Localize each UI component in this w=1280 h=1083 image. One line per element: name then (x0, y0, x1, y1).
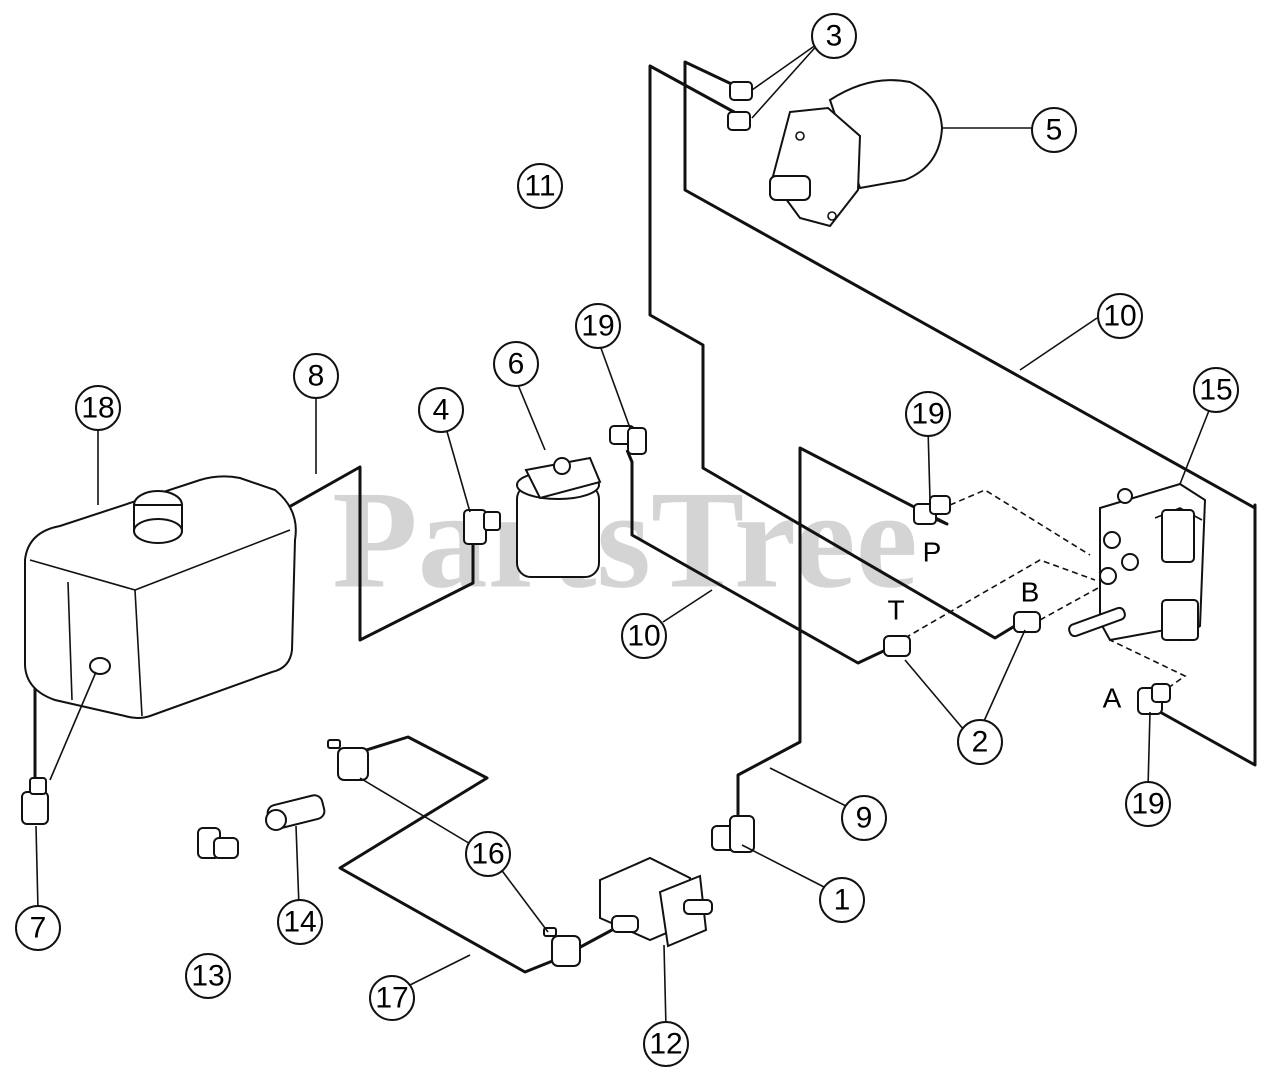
port-feeder-a (1109, 639, 1187, 689)
hose-clamp-16-upper (327, 739, 369, 781)
callout-label: 7 (30, 912, 47, 945)
port-feeder-p (949, 489, 1091, 556)
callout-14: 14 (277, 899, 323, 945)
callout-19-port-a: 19 (1125, 781, 1171, 827)
control-valve (1068, 482, 1207, 642)
callout-label: 12 (649, 1028, 682, 1061)
elbow-fitting-7 (21, 777, 49, 825)
port-label-b: B (1021, 577, 1040, 608)
callout-18: 18 (75, 385, 121, 431)
callout-label: 19 (581, 310, 614, 343)
hydraulic-motor (769, 79, 944, 228)
callout-10-top: 10 (1097, 293, 1143, 339)
inline-strainer (265, 794, 326, 831)
hose-10-motor-loop (1159, 510, 1257, 767)
callout-12: 12 (643, 1021, 689, 1067)
port-feeder-b (1039, 587, 1099, 621)
callout-11: 11 (517, 163, 563, 209)
callout-10-filter: 10 (621, 613, 667, 659)
hose-clamp-16-lower (543, 927, 581, 967)
elbow-fitting-19-filter (609, 425, 647, 455)
callout-16-upper: 16 (465, 831, 511, 877)
callout-label: 18 (81, 392, 114, 425)
port-label-p: P (923, 537, 942, 568)
callout-label: 19 (911, 398, 944, 431)
callout-label: 3 (826, 20, 843, 53)
callout-13: 13 (185, 953, 231, 999)
leader-lines (35, 41, 1211, 1029)
callout-9: 9 (841, 795, 887, 841)
oil-filter (516, 456, 602, 578)
callout-1: 1 (819, 877, 865, 923)
callout-label: 11 (524, 170, 555, 203)
callout-15: 15 (1193, 367, 1239, 413)
elbow-fitting-13 (197, 827, 239, 859)
callout-label: 13 (191, 960, 224, 993)
callout-label: 14 (283, 906, 316, 939)
elbow-fitting-4 (463, 509, 501, 545)
callout-label: 19 (1131, 788, 1164, 821)
callout-label: 5 (1046, 114, 1063, 147)
hose-9 (736, 446, 949, 816)
motor-fittings-3 (727, 81, 753, 131)
callout-label: 15 (1199, 374, 1232, 407)
hose-10-upper (683, 60, 1256, 510)
callout-19-port-p: 19 (905, 391, 951, 437)
callout-7: 7 (15, 905, 61, 951)
hydraulic-pump (599, 856, 713, 948)
callout-label: 9 (856, 802, 873, 835)
watermark: PartsTree (332, 463, 918, 618)
port-fitting-a (1137, 683, 1171, 715)
elbow-fitting-1 (711, 815, 755, 853)
callout-6: 6 (493, 341, 539, 387)
callout-19-filter: 19 (575, 303, 621, 349)
callout-label: 10 (627, 620, 660, 653)
port-label-a: A (1103, 683, 1122, 714)
callout-label: 6 (508, 348, 525, 381)
callout-label: 17 (375, 982, 408, 1015)
callout-5: 5 (1031, 107, 1077, 153)
port-label-t: T (887, 595, 904, 626)
port-feeder-t (904, 559, 1096, 639)
callout-label: 4 (433, 394, 450, 427)
callout-label: 10 (1103, 300, 1136, 333)
callout-4: 4 (418, 387, 464, 433)
port-fitting-p (913, 495, 951, 525)
callout-3: 3 (811, 13, 857, 59)
hose-10-filter (625, 449, 891, 665)
callout-label: 8 (308, 360, 325, 393)
callout-8: 8 (293, 353, 339, 399)
callout-label: 1 (834, 884, 851, 917)
hydraulic-tank (24, 475, 297, 719)
callout-label: 2 (972, 726, 989, 759)
hose-10-left (648, 64, 1019, 640)
port-fitting-t (883, 635, 911, 657)
callout-2: 2 (957, 719, 1003, 765)
callout-label: 16 (471, 838, 504, 871)
callout-17: 17 (369, 975, 415, 1021)
port-fitting-b (1013, 611, 1041, 633)
